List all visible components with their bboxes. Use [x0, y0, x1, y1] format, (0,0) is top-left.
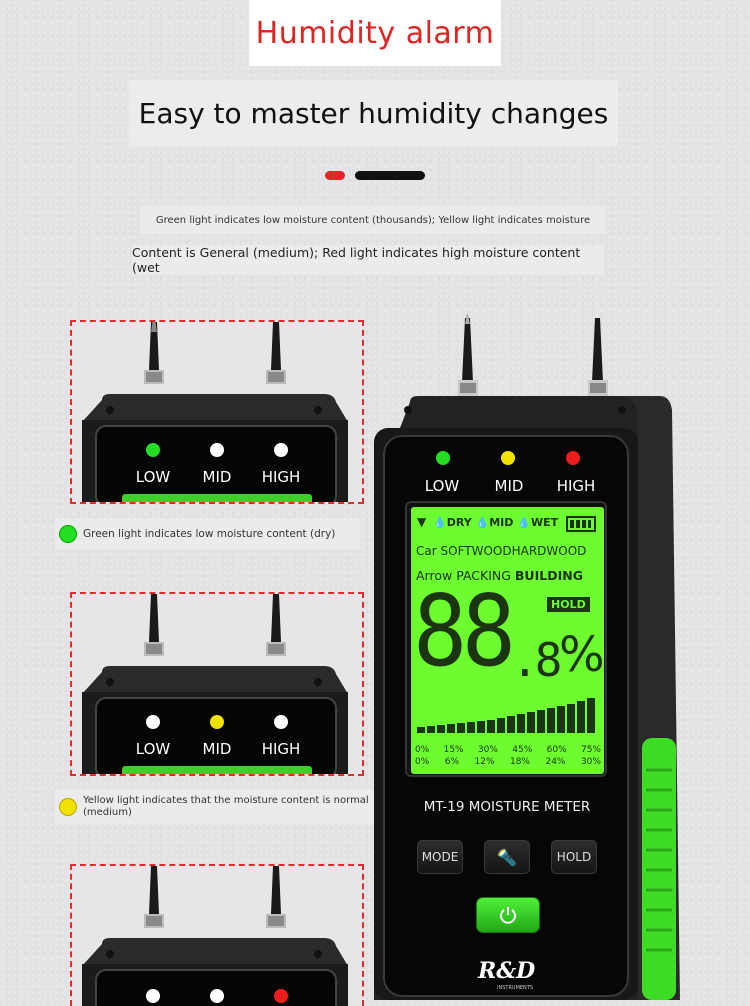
lcd-mode-hardwood: HARDWOOD: [511, 544, 587, 558]
drop-icon: 💧: [475, 516, 490, 529]
led-label-low: LOW: [135, 468, 171, 486]
yellow-light-icon: [59, 798, 77, 816]
description-line-1: Green light indicates low moisture conte…: [140, 206, 606, 234]
caption-green-text: Green light indicates low moisture conte…: [83, 528, 336, 540]
flashlight-button[interactable]: 🔦: [484, 840, 530, 874]
meter-top-illustration: [82, 866, 348, 1006]
flashlight-icon: 🔦: [497, 847, 517, 867]
lcd-unit: %: [559, 627, 605, 683]
carousel-dot[interactable]: [355, 171, 425, 180]
lcd-mode-arrow: Arrow: [416, 568, 453, 583]
lcd-scale-top: 0%15%30% 45%60%75%: [415, 745, 601, 755]
flashlight-icon: ▼: [417, 515, 427, 529]
hold-button[interactable]: HOLD: [551, 840, 597, 874]
lcd-mode-packing: PACKING: [456, 568, 511, 583]
led-label-mid: MID: [202, 468, 232, 486]
carousel-dot-active[interactable]: [325, 171, 345, 180]
page-subtitle: Easy to master humidity changes: [129, 80, 618, 146]
led-closeup-panel-red: [70, 864, 364, 1006]
lcd-mode-softwood: SOFTWOOD: [440, 544, 512, 558]
drop-icon: 💧: [433, 516, 447, 529]
meter-led-label-high: HIGH: [556, 477, 596, 495]
led-label-high: HIGH: [261, 740, 301, 758]
power-button[interactable]: [476, 897, 540, 933]
led-label-high: HIGH: [261, 468, 301, 486]
meter-led-label-low: LOW: [424, 477, 460, 495]
meter-top-illustration: [82, 322, 348, 502]
caption-yellow-text-2: (medium): [83, 807, 132, 818]
brand-logo-sub: INSTRUMENTS: [497, 985, 534, 991]
meter-top-illustration: [82, 594, 348, 774]
drop-icon: 💧: [517, 516, 531, 529]
lcd-reading: 88: [413, 575, 516, 689]
lcd-scale-bottom: 0%6%12% 18%24%30%: [415, 757, 601, 767]
lcd-mid: MID: [489, 516, 514, 529]
lcd-wet: WET: [530, 516, 559, 529]
lcd-mode-car: Car: [416, 544, 437, 558]
led-label-mid: MID: [202, 740, 232, 758]
lcd-screen: ▼ 💧DRY 💧MID 💧WET Car SOFTWOODHARDWOOD Ar…: [411, 507, 605, 774]
led-closeup-panel-green: LOW MID HIGH: [70, 320, 364, 504]
lcd-mode-building: BUILDING: [514, 568, 583, 583]
green-light-icon: [59, 525, 77, 543]
led-closeup-panel-yellow: LOW MID HIGH: [70, 592, 364, 776]
page-title: Humidity alarm: [249, 0, 501, 66]
lcd-bargraph: [417, 698, 595, 733]
caption-yellow: Yellow light indicates that the moisture…: [55, 790, 380, 824]
description-line-2: Content is General (medium); Red light i…: [132, 245, 604, 275]
model-name: MT-19 MOISTURE METER: [423, 799, 591, 815]
lcd-dry: DRY: [446, 516, 472, 529]
led-label-low: LOW: [135, 740, 171, 758]
power-icon: [500, 907, 516, 924]
brand-logo: R&D: [478, 958, 536, 984]
lcd-hold-indicator: HOLD: [547, 597, 590, 612]
battery-icon: [566, 516, 596, 532]
mode-button[interactable]: MODE: [417, 840, 463, 874]
caption-yellow-text-1: Yellow light indicates that the moisture…: [83, 795, 369, 806]
lcd-decimal: .8: [511, 633, 562, 687]
caption-green: Green light indicates low moisture conte…: [55, 519, 360, 549]
meter-led-label-mid: MID: [494, 477, 524, 495]
